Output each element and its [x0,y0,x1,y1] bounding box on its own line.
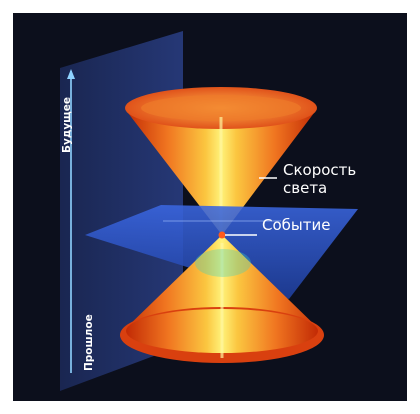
event-point [218,231,226,239]
light-cone-diagram: Будущее Прошлое Скорость света Событие [13,13,407,401]
time-axis-arrow [67,69,75,79]
event-label: Событие [262,216,331,234]
light-speed-label-line1: Скорость [283,161,357,179]
past-axis-label: Прошлое [83,314,95,371]
diagram-canvas [60,31,358,391]
future-axis-label: Будущее [61,96,73,153]
light-speed-label-line2: света [283,179,328,197]
